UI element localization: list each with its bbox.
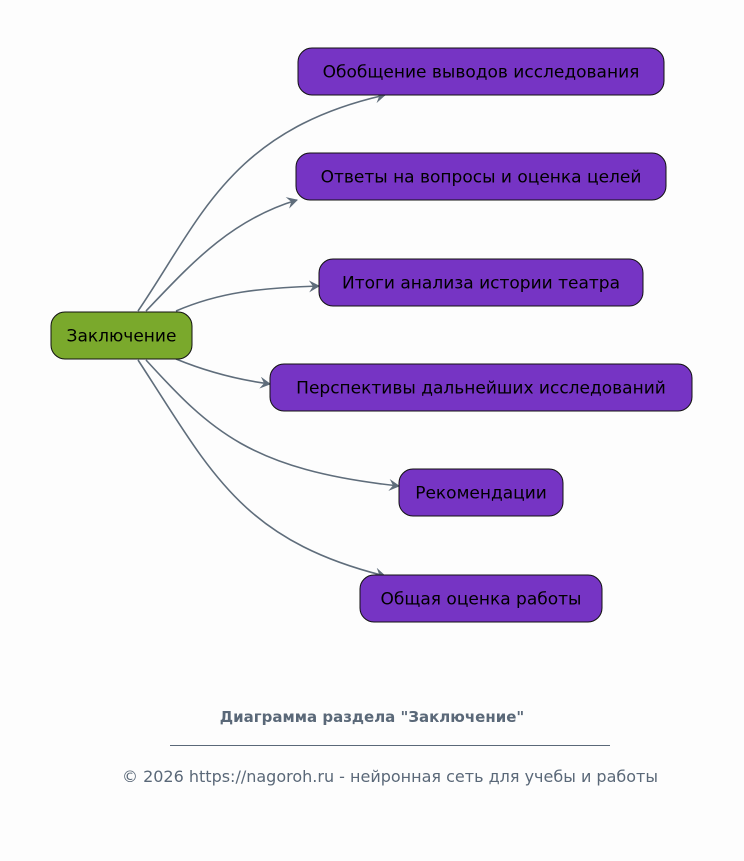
node-box — [359, 574, 603, 623]
node-box — [50, 311, 193, 360]
node-label: Итоги анализа истории театра — [342, 274, 620, 294]
root-node[interactable]: Заключение — [50, 311, 193, 360]
child-node[interactable]: Ответы на вопросы и оценка целей — [295, 152, 667, 201]
node-label: Ответы на вопросы и оценка целей — [321, 168, 642, 188]
mindmap-diagram: Заключение Обобщение выводов исследования… — [50, 47, 693, 623]
diagram-caption: Диаграмма раздела "Заключение" — [219, 708, 525, 726]
child-node[interactable]: Итоги анализа истории театра — [318, 258, 644, 307]
node-label: Рекомендации — [415, 484, 547, 504]
node-box — [269, 363, 693, 412]
edge-arrow — [137, 91, 386, 312]
child-node[interactable]: Перспективы дальнейших исследований — [269, 363, 693, 412]
edge-arrow — [175, 358, 271, 389]
child-node[interactable]: Рекомендации — [398, 468, 564, 517]
node-box — [297, 47, 665, 96]
node-box — [295, 152, 667, 201]
footer-copyright: © 2026 https://nagoroh.ru - нейронная се… — [121, 767, 658, 786]
node-label: Обобщение выводов исследования — [323, 63, 640, 83]
edge-arrow — [137, 359, 386, 580]
node-label: Перспективы дальнейших исследований — [296, 379, 666, 399]
divider — [170, 745, 610, 746]
node-label: Заключение — [67, 327, 177, 347]
child-node[interactable]: Обобщение выводов исследования — [297, 47, 665, 96]
node-box — [318, 258, 644, 307]
edge-arrow — [145, 197, 298, 312]
node-box — [398, 468, 564, 517]
edge-arrow — [175, 280, 320, 312]
child-node[interactable]: Общая оценка работы — [359, 574, 603, 623]
node-label: Общая оценка работы — [381, 590, 582, 610]
edge-arrow — [145, 359, 400, 491]
